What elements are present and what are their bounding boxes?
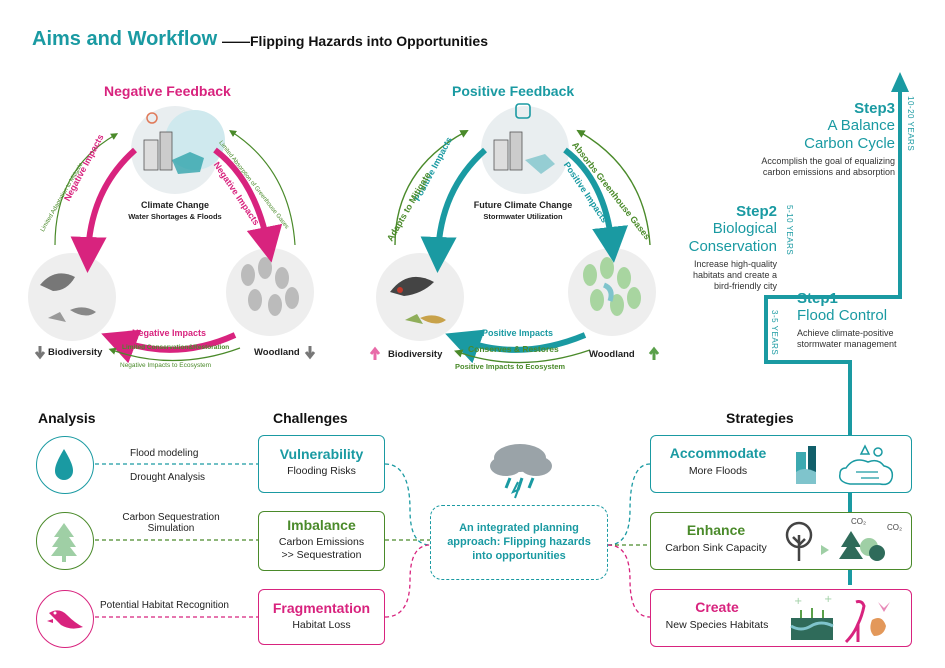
carbon-sink-icon xyxy=(785,521,885,561)
strategy-accommodate-sub: More Floods xyxy=(688,465,748,477)
step1-desc-2: stormwater management xyxy=(797,339,897,349)
page-title: Aims and Workflow xyxy=(32,28,218,50)
strategy-create-title: Create xyxy=(695,599,739,615)
negative-cycle xyxy=(28,106,316,364)
challenges-header: Challenges xyxy=(273,410,348,426)
challenge-vulnerability-title: Vulnerability xyxy=(279,446,364,462)
positive-cycle xyxy=(369,103,660,364)
positive-node-biodiversity: Biodiversity xyxy=(388,349,443,360)
co2-label-a: CO₂ xyxy=(851,517,867,526)
negative-arc-bottom-label: Negative Impacts xyxy=(132,328,207,338)
step2-desc-3: bird-friendly city xyxy=(713,281,777,291)
analysis-carbon-1: Carbon Sequestration xyxy=(122,512,220,523)
analysis-drought: Drought Analysis xyxy=(130,472,206,483)
analysis-flood: Flood modeling xyxy=(130,448,199,459)
svg-text:+: + xyxy=(824,594,832,605)
water-drop-icon xyxy=(36,436,94,494)
step3-desc-2: carbon emissions and absorption xyxy=(762,167,895,177)
step1-desc-1: Achieve climate-positive xyxy=(797,328,894,338)
positive-arc-bottom-label: Positive Impacts xyxy=(482,328,554,338)
step2-title-1: Biological xyxy=(712,220,777,237)
challenge-imbalance-title: Imbalance xyxy=(287,517,356,533)
positive-node-woodland: Woodland xyxy=(589,349,635,360)
negative-node-biodiversity: Biodiversity xyxy=(48,347,103,358)
step2-head: Step2 xyxy=(736,203,777,220)
habitat-icon: + + xyxy=(790,594,890,644)
challenge-imbalance: Imbalance Carbon Emissions >> Sequestrat… xyxy=(258,511,385,571)
positive-feedback-title: Positive Feedback xyxy=(452,83,575,99)
flood-icon xyxy=(796,444,894,486)
analysis-carbon: Carbon Sequestration Simulation xyxy=(116,512,226,534)
page-subtitle: ——Flipping Hazards into Opportunities xyxy=(222,33,488,49)
strategy-create-sub: New Species Habitats xyxy=(665,619,769,631)
strategy-accommodate-title: Accommodate xyxy=(669,445,767,461)
analysis-carbon-2: Simulation xyxy=(147,523,195,534)
rain-cloud-icon xyxy=(490,444,552,499)
analysis-habitat: Potential Habitat Recognition xyxy=(100,600,229,611)
negative-center: Climate Change Water Shortages & Floods xyxy=(125,200,225,222)
step2: Step2 Biological Conservation Increase h… xyxy=(660,203,777,292)
positive-outer-bottom-2: Positive Impacts to Ecosystem xyxy=(455,362,566,371)
challenge-imbalance-sub-1: Carbon Emissions xyxy=(278,536,365,548)
negative-center-title: Climate Change xyxy=(140,200,209,210)
positive-center-title: Future Climate Change xyxy=(473,200,573,210)
challenge-fragmentation-title: Fragmentation xyxy=(272,600,371,616)
integrated-line-2: approach: Flipping hazards xyxy=(447,536,591,548)
strategy-enhance-title: Enhance xyxy=(686,522,746,538)
step2-desc-1: Increase high-quality xyxy=(693,259,777,269)
strategy-enhance: Enhance Carbon Sink Capacity CO₂ CO₂ xyxy=(650,512,912,570)
negative-outer-bottom-2: Negative Impacts to Ecosystem xyxy=(120,362,212,369)
bird-icon xyxy=(36,590,94,648)
step1: Step1 Flood Control Achieve climate-posi… xyxy=(797,290,927,350)
challenge-vulnerability-sub: Flooding Risks xyxy=(287,465,356,477)
step3-title-1: A Balance xyxy=(827,117,895,134)
step2-years: 5-10 YEARS xyxy=(785,205,794,256)
step1-head: Step1 xyxy=(797,290,838,307)
integrated-approach-box: An integrated planning approach: Flippin… xyxy=(430,505,608,580)
challenge-vulnerability: Vulnerability Flooding Risks xyxy=(258,435,385,493)
integrated-line-1: An integrated planning xyxy=(459,522,579,534)
co2-label-b: CO₂ xyxy=(887,523,903,532)
strategy-enhance-sub: Carbon Sink Capacity xyxy=(665,542,767,554)
challenge-fragmentation-sub: Habitat Loss xyxy=(292,619,351,631)
challenge-imbalance-sub-2: >> Sequestration xyxy=(281,549,362,561)
strategies-header: Strategies xyxy=(726,410,794,426)
strategy-accommodate: Accommodate More Floods xyxy=(650,435,912,493)
step3-title-2: Carbon Cycle xyxy=(804,135,895,152)
svg-text:+: + xyxy=(794,596,802,607)
step2-title-2: Conservation xyxy=(688,238,777,255)
step3-desc-1: Accomplish the goal of equalizing xyxy=(761,156,895,166)
analysis-header: Analysis xyxy=(38,410,96,426)
challenge-fragmentation: Fragmentation Habitat Loss xyxy=(258,589,385,645)
strategy-create: Create New Species Habitats + + xyxy=(650,589,912,647)
step3: Step3 A Balance Carbon Cycle Accomplish … xyxy=(740,100,895,178)
negative-feedback-title: Negative Feedback xyxy=(104,83,231,99)
negative-node-woodland: Woodland xyxy=(254,347,300,358)
step1-years: 3-5 YEARS xyxy=(770,310,779,356)
integrated-line-3: into opportunities xyxy=(472,550,566,562)
positive-outer-bottom-1: Conserves & Restores xyxy=(468,344,559,354)
positive-center: Future Climate Change Stormwater Utiliza… xyxy=(463,200,583,222)
step2-desc-2: habitats and create a xyxy=(692,270,777,280)
step3-head: Step3 xyxy=(854,100,895,117)
tree-icon xyxy=(36,512,94,570)
step1-title-1: Flood Control xyxy=(797,307,888,324)
positive-center-sub: Stormwater Utilization xyxy=(483,212,563,221)
negative-outer-bottom-1: Limited Conservation&Restoration xyxy=(122,344,230,351)
step3-years: 10-20 YEARS xyxy=(906,96,915,152)
negative-center-sub: Water Shortages & Floods xyxy=(128,212,222,221)
